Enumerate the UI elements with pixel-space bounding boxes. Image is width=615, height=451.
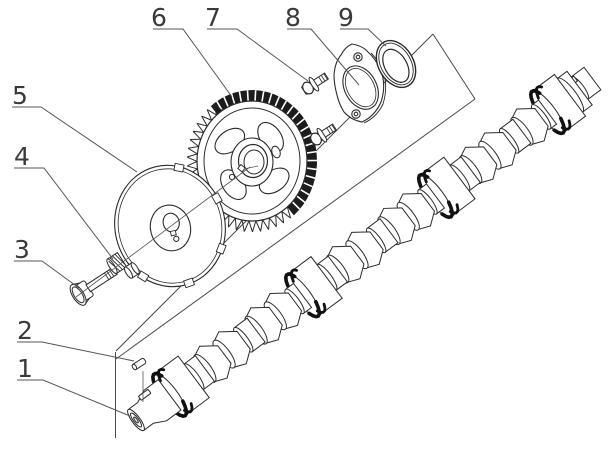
part-label-8: 8 [285,3,301,32]
frame-lower-diagonal [115,98,476,360]
leader-6 [153,28,233,98]
seal-ring-drawing [375,39,417,89]
leader-9 [340,28,387,47]
timing-gear-drawing [186,90,318,233]
camshaft-drawing [127,66,602,432]
bolt-centerline [75,165,259,298]
leader-3 [14,260,80,289]
leader-2 [17,341,135,362]
leader-4 [14,167,114,260]
flat-washer-drawing [123,262,140,279]
part-label-1: 1 [17,354,33,383]
leader-8 [287,28,360,86]
leader-7 [207,28,309,82]
part-label-2: 2 [17,316,33,345]
part-label-5: 5 [12,81,28,110]
flange-bolt-upper-drawing [301,72,330,95]
cover-flange-drawing [333,43,387,124]
part-label-7: 7 [205,3,221,32]
leader-1 [17,379,131,417]
thrust-plate-drawing [114,162,227,289]
flange-bolt-lower-drawing [309,123,338,146]
leader-5 [12,106,138,173]
woodruff-key-drawing [131,357,147,371]
part-labels: 1 2 3 4 5 6 7 8 9 [12,3,354,383]
leader-lines [12,28,387,417]
part-label-6: 6 [151,3,167,32]
frame-top-edge [432,33,476,100]
part-label-9: 9 [338,3,354,32]
part-label-3: 3 [14,235,30,264]
part-label-4: 4 [14,142,30,171]
